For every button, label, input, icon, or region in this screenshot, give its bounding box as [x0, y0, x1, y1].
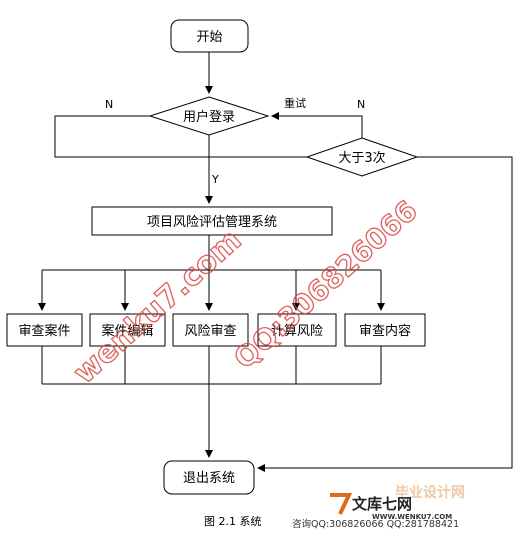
module-label-5: 审查内容	[359, 323, 411, 339]
brand-contact: 咨询QQ:306826066 QQ:281788421	[292, 518, 459, 530]
module-label-2: 案件编辑	[101, 324, 153, 339]
watermark-site: wenku7.com	[67, 223, 248, 391]
module-label-4: 计算风险	[271, 324, 323, 339]
system-label: 项目风险评估管理系统	[147, 215, 277, 230]
exit-node: 退出系统	[163, 460, 255, 495]
edge-retry-no-exit	[257, 156, 513, 472]
module-box-4: 计算风险	[257, 313, 337, 347]
exit-label: 退出系统	[183, 471, 235, 486]
start-node: 开始	[170, 19, 249, 53]
module-box-2: 案件编辑	[89, 313, 166, 347]
brand-strip: 毕业设计网 文库七网 WWW.WENKU7.COM 咨询QQ:306826066…	[292, 484, 465, 530]
brand-url: WWW.WENKU7.COM	[372, 513, 452, 521]
brand-logo-icon	[330, 493, 353, 515]
login-decision: 用户登录	[148, 96, 270, 136]
edge-label-login-yes: Y	[211, 173, 219, 186]
login-label: 用户登录	[183, 109, 235, 125]
module-label-3: 风险审查	[184, 324, 236, 339]
edge-label-login-no: N	[105, 98, 113, 111]
brand-partial-title: 毕业设计网	[395, 484, 465, 501]
module-label-1: 审查案件	[18, 324, 70, 339]
edge-label-retry: 重试	[284, 96, 306, 110]
module-box-1: 审查案件	[6, 313, 83, 347]
brand-site-name: 文库七网	[352, 495, 412, 513]
start-label: 开始	[196, 30, 222, 45]
edge-label-retry-no: N	[357, 98, 365, 111]
module-box-3: 风险审查	[172, 313, 249, 347]
edge-retry	[271, 112, 363, 138]
edge-login-no	[54, 115, 307, 158]
system-box: 项目风险评估管理系统	[91, 206, 333, 236]
connectors	[38, 52, 513, 472]
module-box-5: 审查内容	[344, 313, 426, 347]
retry-label: 大于3次	[338, 150, 385, 166]
figure-caption: 图 2.1 系统	[204, 515, 262, 528]
retry-decision: 大于3次	[305, 137, 419, 177]
